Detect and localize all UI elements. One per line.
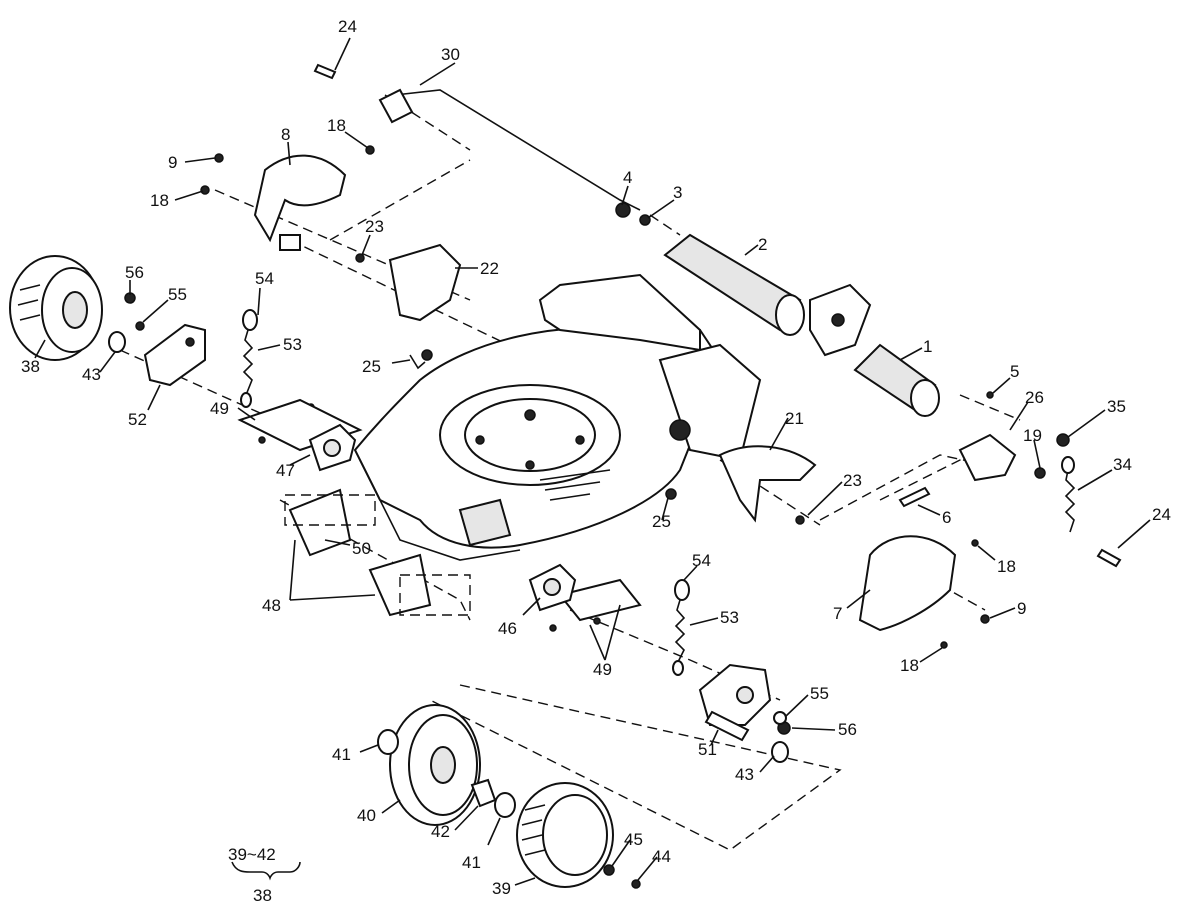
part-39-tire <box>516 782 614 888</box>
part-7-rear-flap <box>858 535 957 632</box>
part-22-bracket <box>388 243 462 322</box>
callout-22: 22 <box>480 259 499 278</box>
callout-40: 40 <box>357 806 376 825</box>
callout-49: 49 <box>210 399 229 418</box>
part-8-rear-shield <box>253 154 347 251</box>
callout-53: 53 <box>283 335 302 354</box>
callout-6: 6 <box>942 508 951 527</box>
callout-46: 46 <box>498 619 517 638</box>
part-55-washer-right <box>773 711 787 725</box>
callout-45: 45 <box>624 830 643 849</box>
part-30-handle-rod <box>378 88 641 211</box>
callout-43: 43 <box>735 765 754 784</box>
callout-51: 51 <box>698 740 717 759</box>
callout-41: 41 <box>332 745 351 764</box>
callout-48: 48 <box>262 596 281 615</box>
callout-39: 39 <box>492 879 511 898</box>
part-53-spring-left <box>240 309 258 408</box>
callout-34: 34 <box>1113 455 1132 474</box>
callout-24: 24 <box>1152 505 1171 524</box>
callout-labels: 24 30 8 18 9 18 4 3 23 22 2 56 55 54 53 … <box>21 17 1171 905</box>
callout-52: 52 <box>128 410 147 429</box>
part-40-wheel <box>389 704 481 826</box>
callout-49: 49 <box>593 660 612 679</box>
part-21-side-shield <box>718 445 817 523</box>
part-43-ring-right <box>771 741 789 763</box>
part-42-hub <box>470 778 497 808</box>
callout-47: 47 <box>276 461 295 480</box>
callout-53: 53 <box>720 608 739 627</box>
part-6-pin <box>898 486 931 508</box>
part-48-clip-assembly <box>284 488 471 617</box>
leader-lines <box>34 37 1151 886</box>
callout-8: 8 <box>281 125 290 144</box>
callout-55: 55 <box>810 684 829 703</box>
part-43-ring-left <box>108 331 126 353</box>
callout-38: 38 <box>21 357 40 376</box>
part-49-plate-right <box>558 578 642 622</box>
callout-25: 25 <box>362 357 381 376</box>
assembly-parent-label: 38 <box>253 886 272 905</box>
mower-deck-housing <box>353 273 762 561</box>
callout-2: 2 <box>758 235 767 254</box>
callout-9: 9 <box>168 153 177 172</box>
callout-21: 21 <box>785 409 804 428</box>
callout-18: 18 <box>327 116 346 135</box>
callout-3: 3 <box>673 183 682 202</box>
part-34-spring <box>1061 456 1076 533</box>
callout-50: 50 <box>352 539 371 558</box>
part-1-cylinder <box>853 343 940 417</box>
part-41-bushing-a <box>377 729 399 755</box>
callout-19: 19 <box>1023 426 1042 445</box>
callout-54: 54 <box>255 269 274 288</box>
callout-24: 24 <box>338 17 357 36</box>
callout-26: 26 <box>1025 388 1044 407</box>
callout-44: 44 <box>652 847 671 866</box>
callout-42: 42 <box>431 822 450 841</box>
part-25-clip <box>409 354 426 370</box>
callout-4: 4 <box>623 168 632 187</box>
callout-18: 18 <box>150 191 169 210</box>
part-24-pin-top <box>313 63 337 80</box>
callout-25: 25 <box>652 512 671 531</box>
assembly-range-label: 39~42 <box>228 845 276 864</box>
callout-18: 18 <box>900 656 919 675</box>
callout-35: 35 <box>1107 397 1126 416</box>
callout-1: 1 <box>923 337 932 356</box>
callout-18: 18 <box>997 557 1016 576</box>
callout-23: 23 <box>365 217 384 236</box>
part-38-wheel-left <box>9 255 103 361</box>
callout-9: 9 <box>1017 599 1026 618</box>
part-46-bearing <box>528 563 577 612</box>
motor-assembly <box>809 283 872 357</box>
callout-7: 7 <box>833 604 842 623</box>
part-2-cylinder <box>663 233 805 336</box>
callout-54: 54 <box>692 551 711 570</box>
part-53-spring-right <box>672 579 690 676</box>
callout-43: 43 <box>82 365 101 384</box>
part-52-axle-bracket <box>143 323 206 387</box>
callout-30: 30 <box>441 45 460 64</box>
part-41-bushing-b <box>494 792 516 818</box>
callout-56: 56 <box>125 263 144 282</box>
callout-23: 23 <box>843 471 862 490</box>
callout-5: 5 <box>1010 362 1019 381</box>
callout-56: 56 <box>838 720 857 739</box>
part-47-bearing <box>308 423 357 472</box>
part-26-bracket <box>958 433 1017 482</box>
part-51-axle-bracket <box>698 663 772 742</box>
part-24-pin-right <box>1096 548 1122 568</box>
callout-55: 55 <box>168 285 187 304</box>
callout-41: 41 <box>462 853 481 872</box>
